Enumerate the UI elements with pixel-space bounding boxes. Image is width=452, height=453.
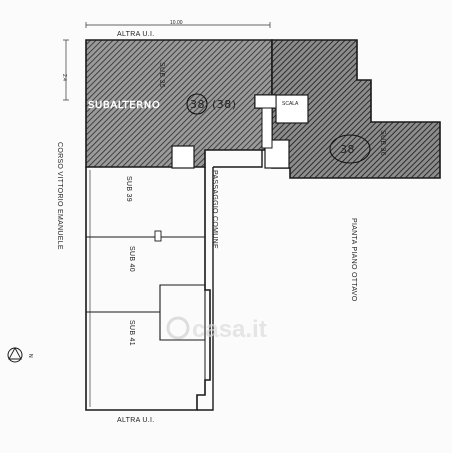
shaft-box xyxy=(171,145,195,169)
label-sub39: SUB 39 xyxy=(125,176,132,202)
top-dimension-label: 10.00 xyxy=(170,20,183,26)
label-sub41: SUB 41 xyxy=(128,320,135,346)
label-sub-number-paren: (38) xyxy=(212,98,237,111)
top-dimension: 10.00 xyxy=(85,20,271,28)
north-label: N xyxy=(27,354,33,358)
left-dimension-label: 2.4 xyxy=(61,74,67,81)
label-scala: SCALA xyxy=(282,101,299,107)
corridor-strip xyxy=(261,107,273,149)
label-sub36: SUB 36 xyxy=(379,130,386,156)
north-symbol: N xyxy=(7,347,33,363)
stair-area xyxy=(275,94,309,124)
label-passaggio: PASSAGGIO COMUNE xyxy=(211,170,218,249)
left-dimension: 2.4 xyxy=(61,39,69,101)
label-altra-bottom: ALTRA U.I. xyxy=(117,417,155,424)
sub36-circle xyxy=(329,134,371,164)
label-pianta: PIANTA PIANO OTTAVO xyxy=(350,218,357,302)
label-sub40: SUB 40 xyxy=(128,246,135,272)
watermark-text: casa.it xyxy=(192,316,267,343)
label-sub35: SUB 35 xyxy=(158,62,165,88)
lower-units xyxy=(85,150,263,411)
label-altra-top: ALTRA U.I. xyxy=(117,31,155,38)
label-sub36-number: 38 xyxy=(340,143,355,156)
sub-number-circle xyxy=(186,93,208,115)
label-subalterno: SUBALTERNO xyxy=(88,100,160,111)
watermark: casa.it xyxy=(166,316,267,343)
label-sub-number: 38 xyxy=(190,98,205,111)
label-corso: CORSO VITTORIO EMANUELE xyxy=(56,142,63,250)
